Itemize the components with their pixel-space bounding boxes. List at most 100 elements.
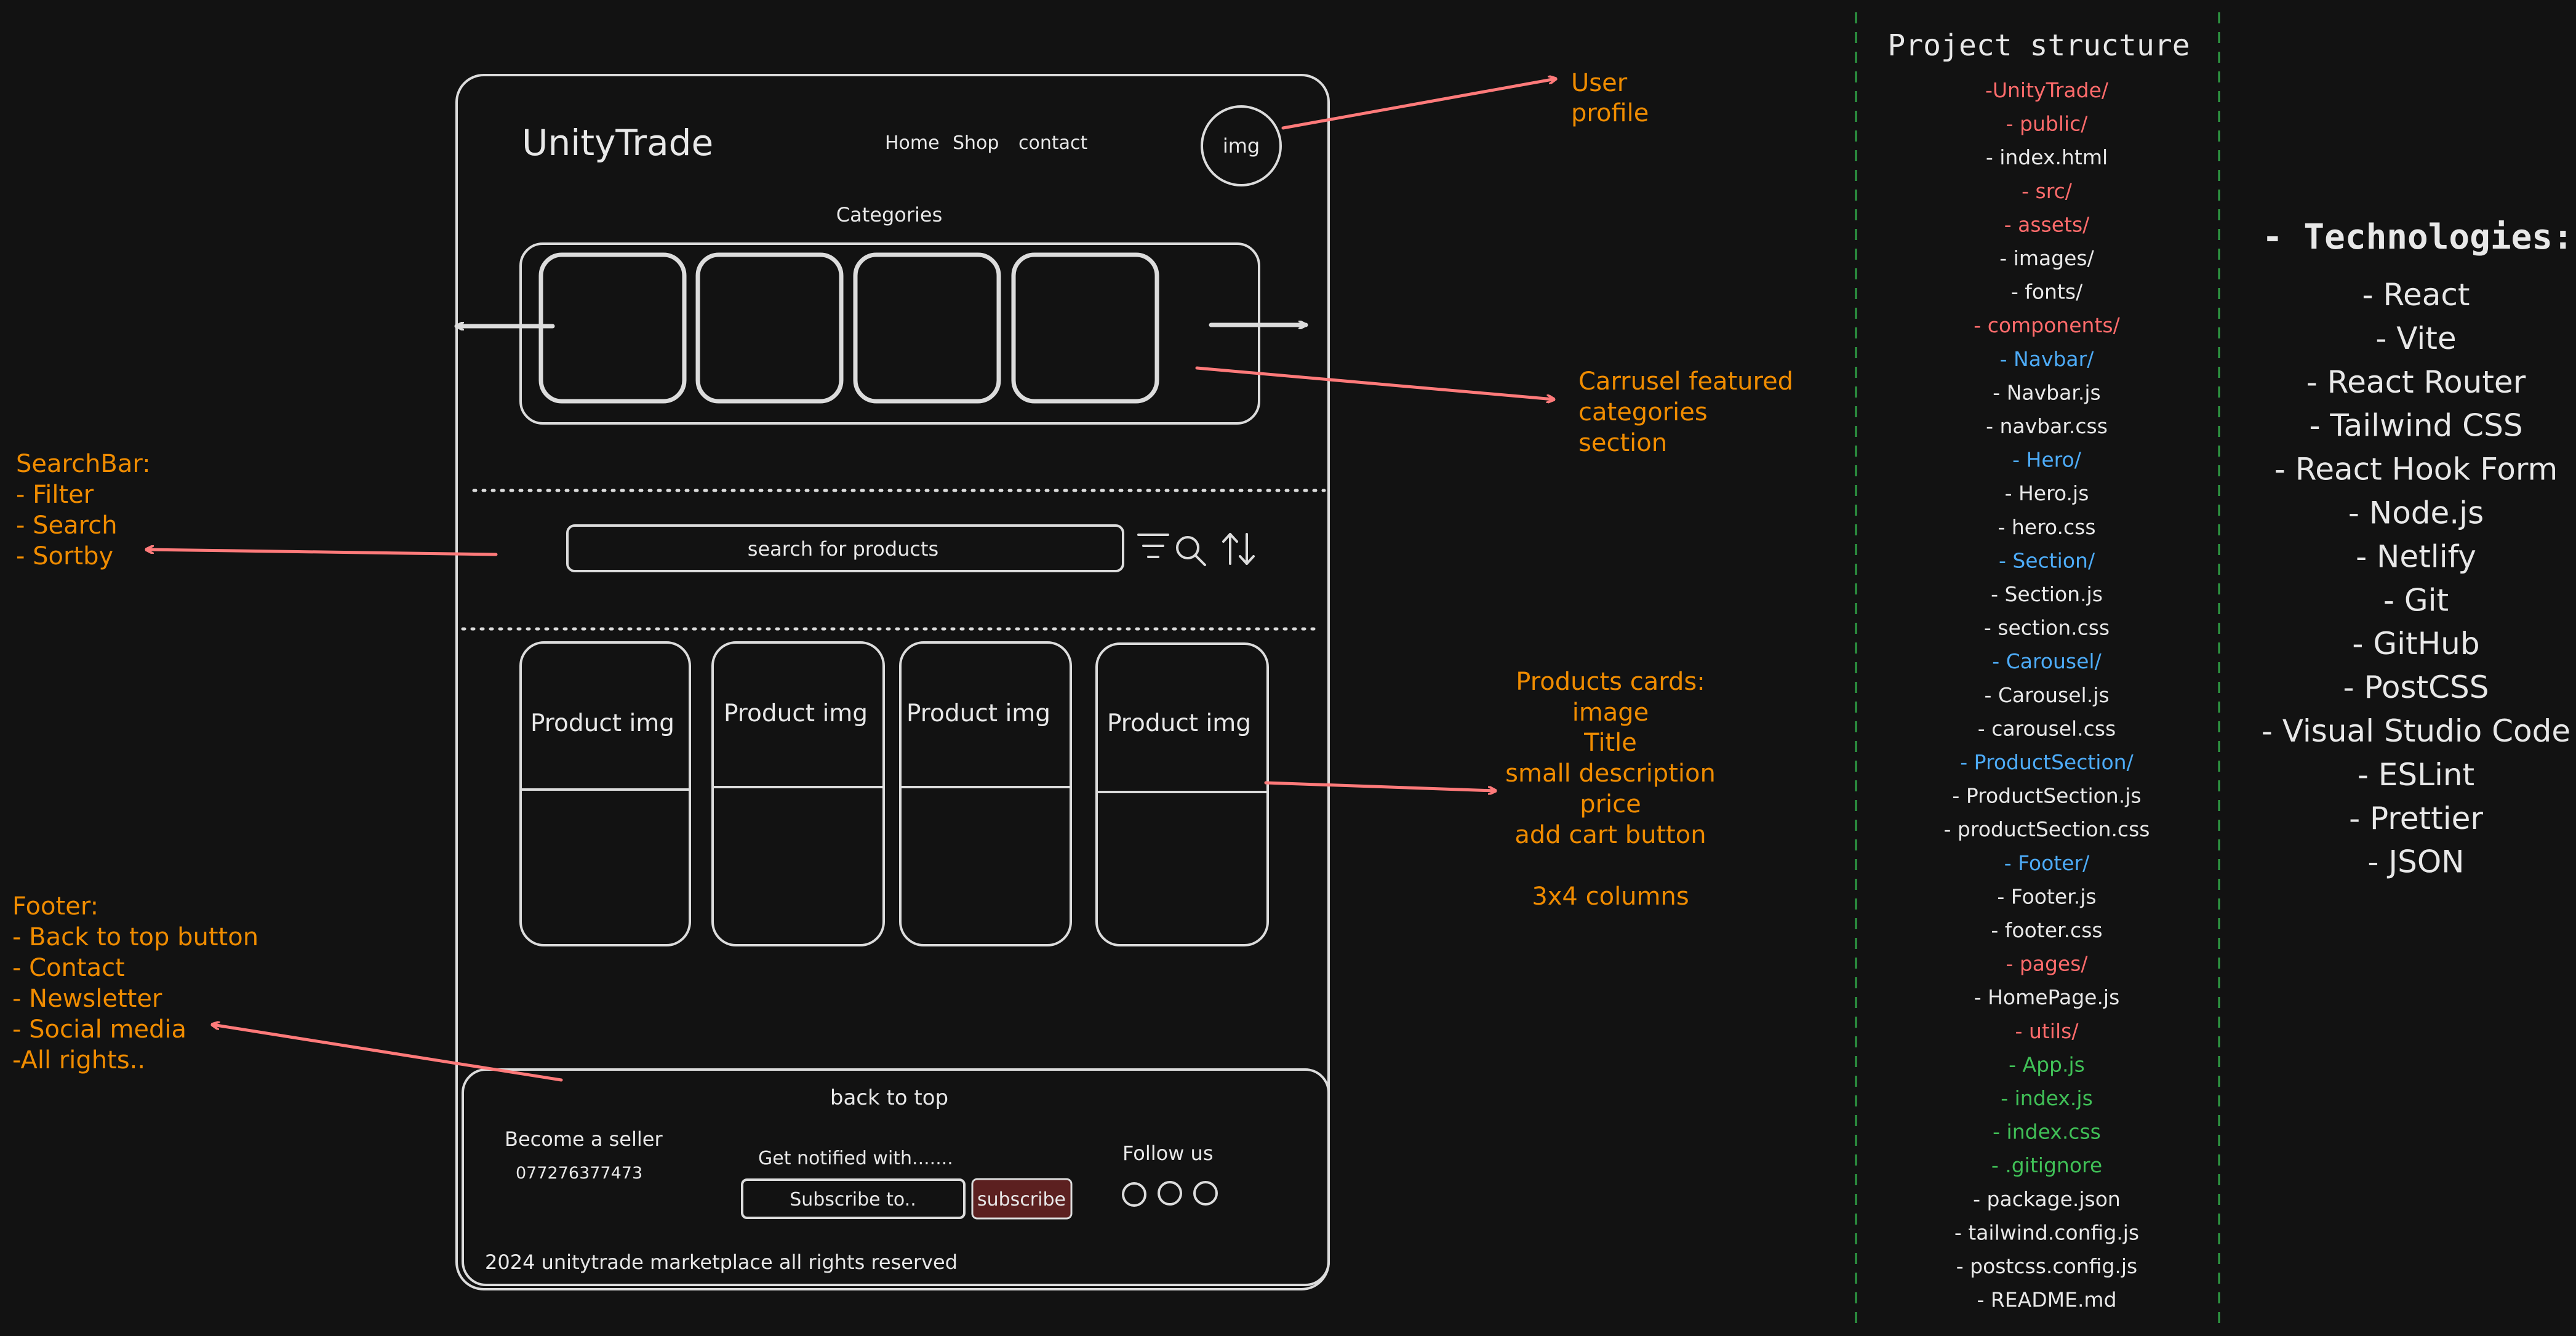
user-profile-arrow [1281,79,1556,130]
subscribe-button-label: subscribe [977,1189,1066,1210]
tree-item: -UnityTrade/ [1985,78,2109,102]
annotation-user-profile: User profile [1571,69,1649,127]
annotation-line: 3x4 columns [1532,882,1689,911]
subscribe-button[interactable] [971,1178,1073,1220]
project-tree: -UnityTrade/ - public/ - index.html - src/ -… [1944,78,2150,1312]
tree-item: - images/ [1999,246,2094,270]
tree-item: - Navbar/ [2000,347,2095,371]
footer [462,1068,1330,1286]
tree-item: - Carousel.js [1984,683,2109,707]
product-card[interactable]: Product img [1095,642,1269,946]
follow-us-label: Follow us [1122,1142,1214,1165]
newsletter-label: Get notified with....... [758,1148,953,1169]
nav-contact[interactable]: contact [1018,132,1088,154]
newsletter-input[interactable] [741,1178,966,1219]
copyright-text: 2024 unitytrade marketplace all rights r… [485,1250,958,1274]
technology-item: - React Router [2306,364,2526,400]
product-image-label: Product img [530,710,674,737]
technology-item: - Node.js [2348,495,2484,531]
technology-item: - Netlify [2356,538,2476,574]
product-card[interactable]: Product img [519,641,691,946]
tree-item: - ProductSection/ [1960,750,2134,774]
annotation-products: Products cards: image Title small descri… [1505,668,1716,911]
tree-item: - Hero.js [2005,481,2089,505]
annotation-line: - Filter [16,481,94,509]
annotation-line: - Newsletter [12,985,162,1013]
technology-item: - React [2362,277,2470,313]
tree-item: - src/ [2022,179,2073,203]
tree-item: - productSection.css [1944,817,2150,841]
tree-item: - Navbar.js [1993,380,2100,404]
brand-logo[interactable]: UnityTrade [522,122,713,164]
technology-item: - React Hook Form [2274,452,2558,487]
category-card[interactable] [695,252,844,404]
nav-home[interactable]: Home [885,132,940,154]
annotation-line: User [1571,69,1628,97]
tree-item: - Footer.js [1997,884,2096,908]
tree-item: - index.css [1993,1120,2101,1144]
annotation-line: price [1580,790,1641,818]
category-card[interactable] [853,252,1001,404]
annotation-line: - Back to top button [12,923,258,951]
search-placeholder: search for products [748,537,938,561]
tree-item: - index.js [2001,1086,2093,1110]
products-arrow [1264,781,1497,791]
tree-item: - Section.js [1991,582,2103,606]
tree-item: - App.js [2009,1052,2085,1076]
technologies-title: - Technologies: [2262,217,2574,257]
category-card[interactable] [538,252,687,404]
technology-item: - Git [2383,582,2449,618]
nav-shop[interactable]: Shop [953,132,999,154]
annotation-line: Footer: [12,892,98,921]
technologies-list: - React- Vite- React Router- Tailwind CS… [2262,277,2570,880]
social-icon[interactable] [1158,1181,1182,1206]
tree-item: - index.html [1986,145,2108,169]
footer-arrow [212,1025,563,1082]
annotation-line: categories [1578,398,1708,426]
tree-item: - footer.css [1991,918,2102,942]
annotation-footer: Footer: - Back to top button - Contact -… [12,892,258,1074]
search-icon[interactable] [1176,536,1206,566]
categories-label: Categories [836,203,942,226]
annotation-line: Carrusel featured [1578,367,1793,396]
tree-item: - navbar.css [1986,414,2108,438]
social-icon[interactable] [1122,1182,1146,1207]
user-avatar[interactable] [1201,105,1282,186]
wireframe: UnityTrade Home Shop contact img Categor… [454,74,1330,1290]
tree-item: - assets/ [2004,212,2090,236]
searchbar-arrow [145,550,498,556]
annotation-line: Title [1583,729,1637,757]
product-card[interactable]: Product img [711,641,885,946]
annotation-line: add cart button [1514,821,1706,849]
search-input[interactable] [566,524,1124,572]
tree-item: - Section/ [1999,548,2095,572]
annotation-line: - Contact [12,954,125,982]
social-icon[interactable] [1193,1181,1218,1206]
back-to-top-button[interactable]: back to top [830,1086,948,1110]
product-image-label: Product img [1107,710,1251,737]
annotation-line: profile [1571,99,1649,127]
become-seller-link[interactable]: Become a seller [505,1127,663,1151]
filter-icon[interactable] [1137,534,1169,558]
technology-item: - Vite [2375,321,2456,356]
tree-item: - hero.css [1998,515,2095,539]
category-card[interactable] [1011,252,1159,404]
tree-item: - components/ [1974,313,2120,337]
tree-item: - fonts/ [2011,280,2083,304]
annotation-line: SearchBar: [16,450,151,478]
contact-phone: 077276377473 [516,1164,642,1183]
tree-item: - package.json [1973,1187,2121,1211]
sort-icon[interactable] [1222,533,1255,565]
tree-item: - ProductSection.js [1952,784,2141,808]
tree-item: - utils/ [2015,1019,2079,1043]
tree-item: - section.css [1984,616,2110,640]
annotation-line: - Sortby [16,542,113,570]
technology-item: - Visual Studio Code [2262,713,2570,749]
product-card[interactable]: Product img [899,641,1072,946]
product-image-label: Product img [724,700,868,727]
tree-item: - .gitignore [1991,1153,2102,1177]
tree-item: - Footer/ [2004,851,2090,875]
tree-item: - public/ [2006,112,2089,136]
tree-item: - Carousel/ [1992,649,2102,673]
